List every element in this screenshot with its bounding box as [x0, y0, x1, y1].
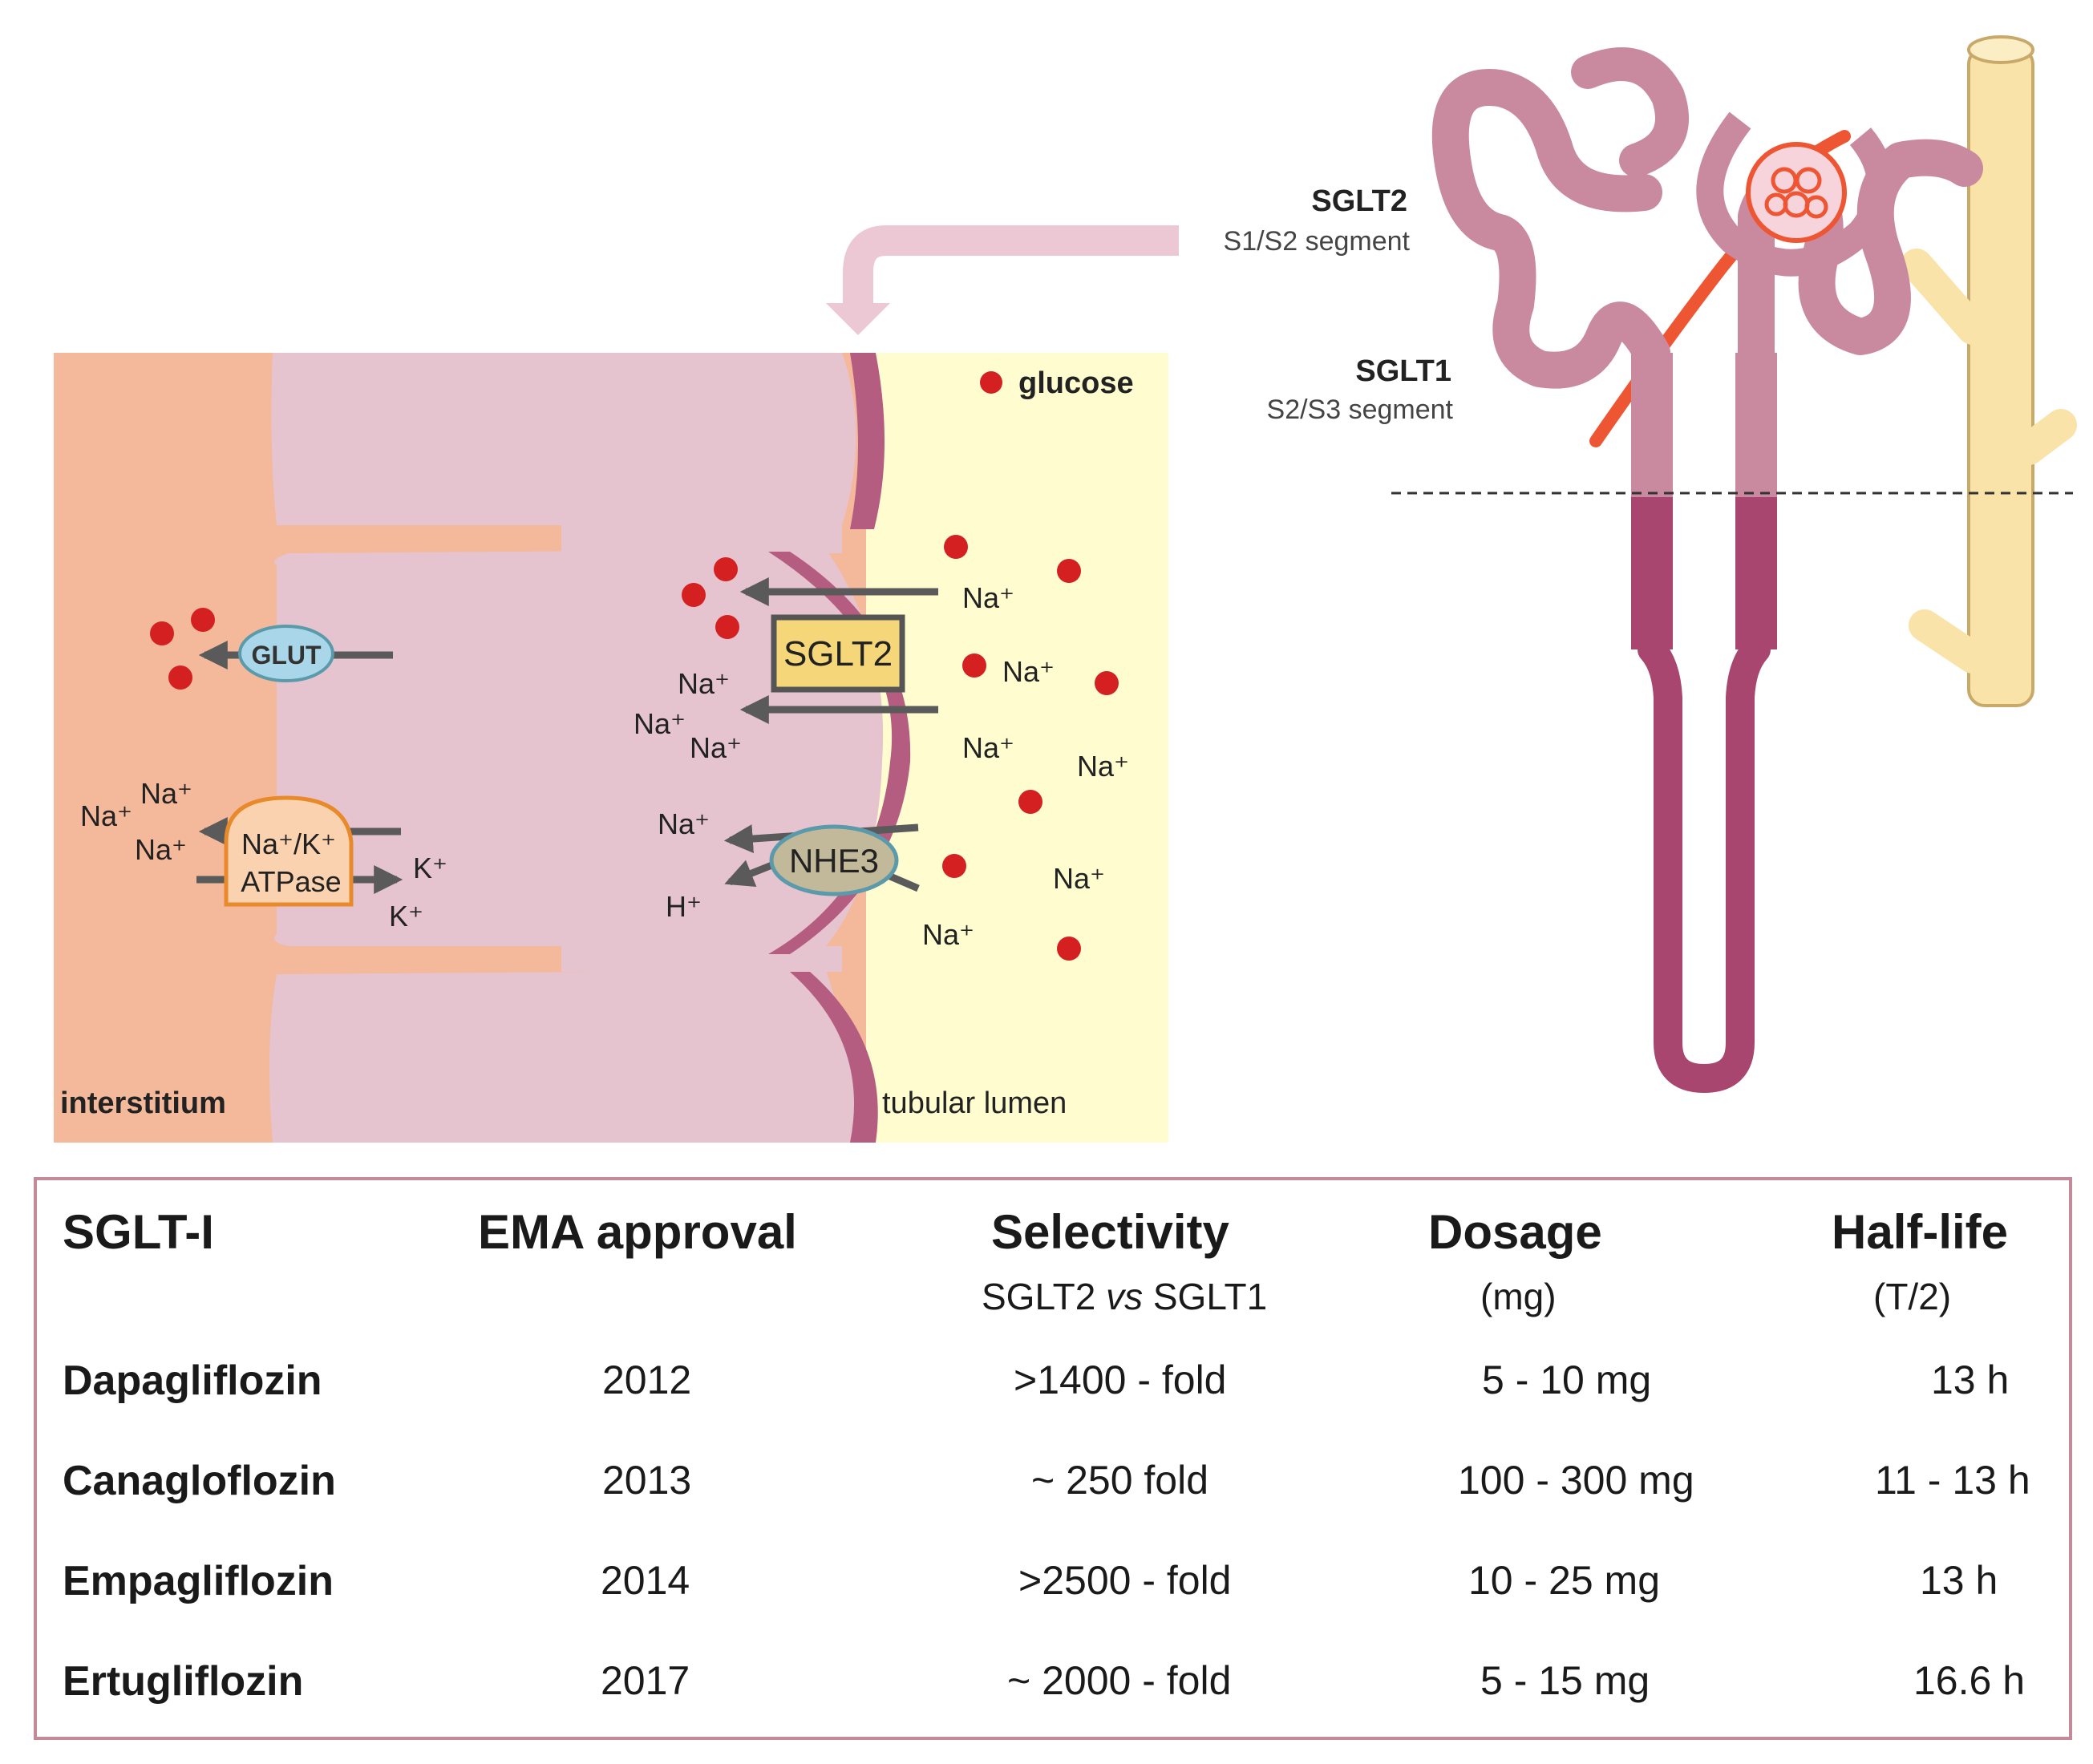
subheader-dosage: (mg): [1480, 1276, 1557, 1317]
glucose-dot: [150, 621, 174, 645]
tubular-lumen-region: [866, 353, 1168, 1143]
dosage-value: 5 - 15 mg: [1480, 1658, 1650, 1703]
sodium-label: Na⁺: [690, 731, 742, 764]
tight-junction-top: [561, 525, 842, 553]
glucose-dot: [1018, 790, 1042, 814]
approval-year: 2013: [602, 1458, 692, 1503]
interstitium-label: interstitium: [60, 1086, 226, 1120]
glucose-dot: [715, 615, 739, 639]
nephron-illustration: SGLT2 S1/S2 segment SGLT1 S2/S3 segment: [1224, 35, 2077, 1093]
glucose-dot: [1057, 937, 1081, 961]
glucose-dot: [1095, 671, 1119, 695]
sodium-label: Na⁺: [922, 918, 974, 951]
glucose-legend-dot: [980, 371, 1002, 394]
atpase-label-line2: ATPase: [241, 865, 341, 898]
glucose-dot: [944, 535, 968, 559]
cell-diagram: glucose SGLT2 NHE3 GLUT: [54, 225, 1179, 1143]
apical-membrane-bottom: [790, 972, 878, 1143]
pointer-arrow-head: [826, 303, 890, 335]
half-life-value: 11 - 13 h: [1875, 1458, 2030, 1503]
header-sglt-i: SGLT-I: [63, 1205, 214, 1259]
loop-of-henle-upper: [1631, 353, 1777, 497]
sglt2-transporter: [771, 614, 905, 693]
glucose-dot: [942, 854, 966, 878]
sodium-label: Na⁺: [678, 667, 730, 700]
sodium-label: Na⁺: [962, 581, 1014, 614]
sodium-label: Na⁺: [135, 833, 187, 866]
subheader-selectivity: SGLT2 vs SGLT1: [982, 1275, 1267, 1318]
drug-name: Dapagliflozin: [63, 1357, 322, 1404]
subheader-selectivity-pre: SGLT2: [982, 1276, 1107, 1317]
selectivity-value: ~ 250 fold: [1031, 1458, 1209, 1503]
nhe3-transporter-label: NHE3: [789, 842, 879, 880]
loop-of-henle-descending: [1638, 353, 1771, 1093]
subheader-selectivity-vs: vs: [1106, 1276, 1144, 1317]
header-ema-approval: EMA approval: [478, 1205, 797, 1259]
glut-transporter: [238, 625, 334, 682]
selectivity-value: ~ 2000 - fold: [1007, 1658, 1232, 1703]
glucose-dot: [168, 666, 192, 690]
dosage-value: 10 - 25 mg: [1468, 1558, 1661, 1603]
potassium-label: K⁺: [389, 900, 423, 933]
sglt2-nephron-label: SGLT2: [1311, 184, 1407, 218]
sodium-label: Na⁺: [1077, 750, 1129, 783]
collecting-duct: [1901, 35, 2077, 707]
glucose-dot: [682, 583, 706, 607]
atpase-transporter: [224, 795, 354, 907]
drug-name: Canagloflozin: [63, 1458, 336, 1504]
half-life-value: 16.6 h: [1913, 1658, 2026, 1703]
sglt-inhibitor-table: SGLT-I EMA approval Selectivity Dosage H…: [34, 1177, 2072, 1740]
sodium-label: Na⁺: [634, 707, 686, 740]
sodium-label: Na⁺: [80, 799, 132, 832]
glut-transporter-label: GLUT: [251, 641, 322, 670]
approval-year: 2017: [601, 1658, 690, 1703]
ion-labels: Na⁺ Na⁺ Na⁺ Na⁺ Na⁺ Na⁺ Na⁺ Na⁺ Na⁺ Na⁺ …: [80, 581, 1129, 951]
glucose-legend-label: glucose: [1018, 366, 1134, 400]
drug-name: Ertugliflozin: [63, 1658, 304, 1705]
dosage-value: 100 - 300 mg: [1458, 1458, 1694, 1503]
tight-junction-bottom: [561, 946, 842, 972]
loop-of-henle-lower: [1631, 497, 1777, 649]
sodium-label: Na⁺: [962, 731, 1014, 764]
header-dosage: Dosage: [1428, 1205, 1602, 1259]
subheader-selectivity-post: SGLT1: [1143, 1276, 1268, 1317]
potassium-label: K⁺: [413, 852, 447, 884]
pointer-arrow: [843, 225, 1179, 303]
epithelial-cell-bottom: [269, 970, 857, 1143]
apical-membrane-top: [850, 353, 885, 529]
sodium-label: Na⁺: [1002, 655, 1055, 688]
sodium-label: Na⁺: [658, 807, 710, 840]
atpase-label-line1: Na⁺/K⁺: [241, 827, 336, 860]
drug-name: Empagliflozin: [63, 1558, 334, 1604]
approval-year: 2014: [601, 1558, 690, 1603]
sodium-label: Na⁺: [1053, 862, 1105, 895]
sodium-label: Na⁺: [140, 777, 192, 810]
sglt1-nephron-label: SGLT1: [1355, 354, 1451, 388]
glucose-dot: [191, 608, 215, 632]
sglt2-transporter-label: SGLT2: [783, 634, 893, 674]
glucose-dot: [1057, 559, 1081, 583]
half-life-value: 13 h: [1931, 1357, 2010, 1402]
glucose-dot: [962, 653, 986, 678]
proton-label: H⁺: [666, 890, 702, 923]
header-half-life: Half-life: [1832, 1205, 2009, 1259]
header-selectivity: Selectivity: [991, 1205, 1229, 1259]
subheader-half-life: (T/2): [1873, 1276, 1952, 1317]
sglt1-segment-label: S2/S3 segment: [1267, 394, 1454, 425]
tubular-lumen-label: tubular lumen: [882, 1086, 1067, 1120]
distal-tubule: [1571, 47, 1689, 177]
bowmans-capsule: [1696, 111, 1894, 277]
selectivity-value: >1400 - fold: [1014, 1357, 1227, 1402]
glucose-dot: [714, 557, 738, 581]
half-life-value: 13 h: [1920, 1558, 1998, 1603]
approval-year: 2012: [602, 1357, 692, 1402]
nhe3-transporter: [769, 824, 899, 896]
epithelial-cell-top: [271, 353, 856, 525]
selectivity-value: >2500 - fold: [1018, 1558, 1232, 1603]
dosage-value: 5 - 10 mg: [1482, 1357, 1652, 1402]
sglt2-segment-label: S1/S2 segment: [1224, 226, 1411, 257]
